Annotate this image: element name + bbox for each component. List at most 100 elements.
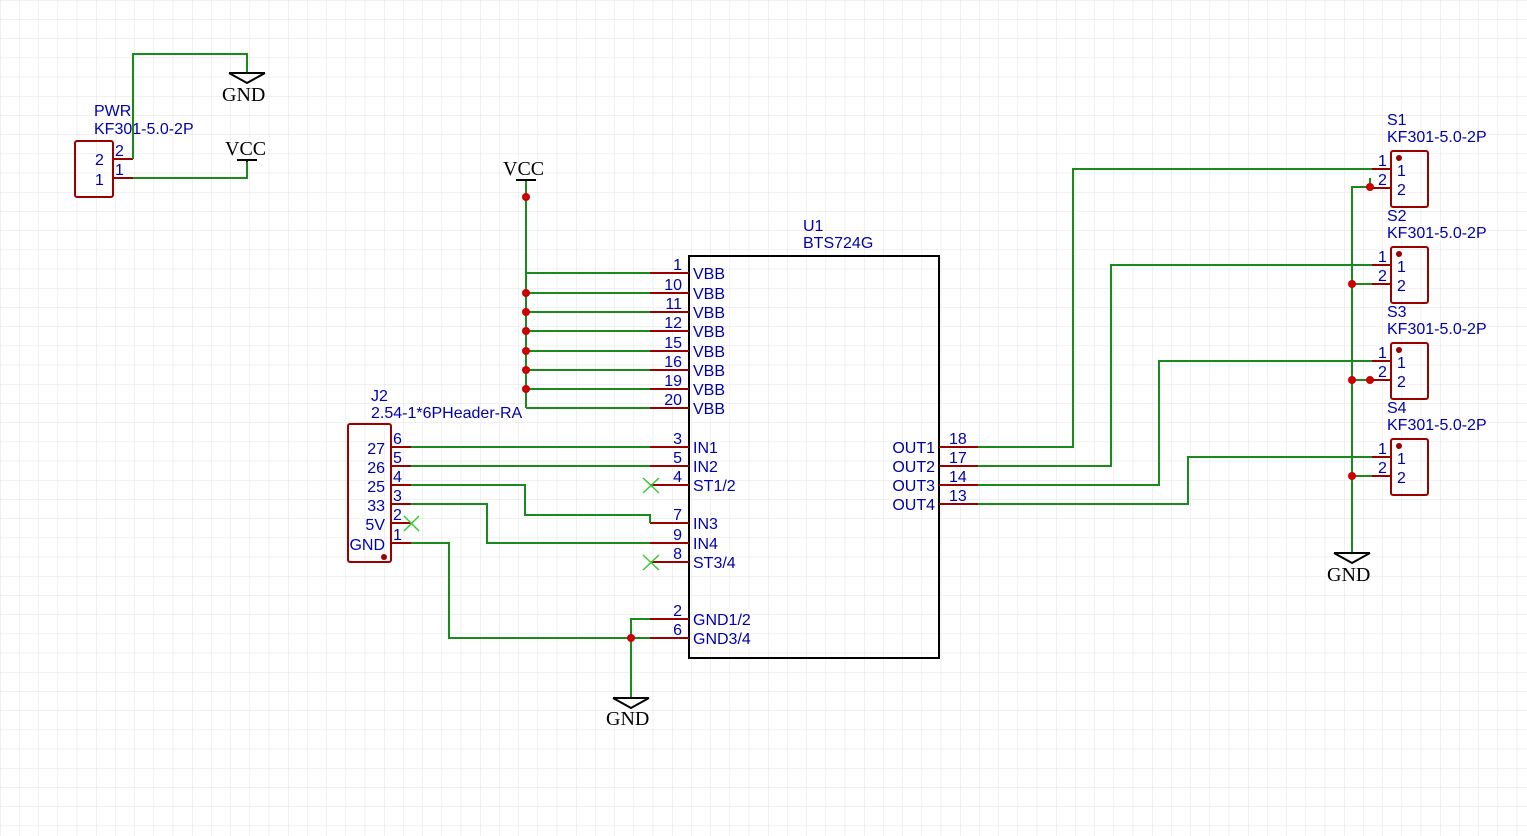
vcc-symbol: VCC (503, 158, 544, 181)
wire-pwr-vcc[interactable] (133, 160, 248, 179)
j2-pin-4[interactable]: 425 (367, 469, 411, 496)
j2-pin-label: 5V (365, 517, 385, 534)
j2-pin-6[interactable]: 6 27 (367, 431, 411, 458)
u1-pin-number: 10 (664, 277, 682, 294)
connector-pin-number: 1 (1378, 345, 1387, 362)
j2-pin-label: GND (349, 537, 385, 554)
wire-pwr-gnd[interactable] (132, 53, 248, 159)
junction-dot (627, 634, 635, 642)
vcc-label: VCC (503, 158, 544, 180)
u1-pin-number: 2 (673, 603, 682, 620)
j2-pin-label: 33 (367, 498, 385, 515)
u1-pin-number: 4 (673, 469, 682, 486)
pwr-value: KF301-5.0-2P (94, 121, 194, 138)
u1-pin-number: 16 (664, 354, 682, 371)
u1-pin-name: VBB (693, 266, 725, 283)
u1-pin-name: VBB (693, 382, 725, 399)
u1-pin-number: 15 (664, 335, 682, 352)
output-wires[interactable] (978, 168, 1372, 553)
connector-pin-label: 2 (1397, 182, 1406, 199)
gnd-label: GND (1327, 564, 1370, 586)
u1-value: BTS724G (803, 235, 873, 252)
pwr-connector[interactable]: PWR KF301-5.0-2P 2 1 2 1 (74, 103, 194, 198)
connector-pin-label: 2 (1397, 374, 1406, 391)
connector-pin-label: 1 (1397, 163, 1406, 180)
j2-pin-number: 4 (393, 469, 402, 486)
u1-pin-name: VBB (693, 286, 725, 303)
connector-pin-label: 2 (1397, 470, 1406, 487)
connector-pin-number: 1 (1378, 249, 1387, 266)
u1-pin-name: OUT3 (892, 478, 935, 495)
j2-pin-label: 27 (367, 441, 385, 458)
output-connectors: S1KF301-5.0-2P1212S2KF301-5.0-2P1212S3KF… (1372, 112, 1487, 496)
u1-pin-number: 6 (673, 622, 682, 639)
j2-pin-3[interactable]: 333 (367, 488, 411, 515)
u1-pin-name: VBB (693, 363, 725, 380)
u1-pin-number: 5 (673, 450, 682, 467)
j2-connector[interactable]: J2 2.54-1*6PHeader-RA (347, 388, 523, 563)
connector-ref: S2 (1387, 208, 1407, 225)
u1-pin-number: 3 (673, 431, 682, 448)
u1-pin-number: 13 (949, 488, 967, 505)
pwr-pin-num-1: 1 (115, 162, 124, 179)
vcc-symbol: VCC (225, 138, 266, 162)
connector-pin-number: 2 (1378, 364, 1387, 381)
connector-pin-number: 1 (1378, 153, 1387, 170)
u1-pin-name: VBB (693, 344, 725, 361)
j2-pin-number: 5 (393, 450, 402, 467)
vbb-wires[interactable] (526, 272, 650, 409)
u1-pin-name: VBB (693, 401, 725, 418)
u1-ref: U1 (803, 218, 824, 235)
u1-pin-name: ST1/2 (693, 478, 736, 495)
vcc-label: VCC (225, 138, 266, 160)
j2-pin-2[interactable]: 25V (365, 507, 411, 534)
u1-pin-name: IN3 (693, 516, 718, 533)
connector-pin-number: 2 (1378, 172, 1387, 189)
connector-value: KF301-5.0-2P (1387, 225, 1487, 242)
connector-ref: S4 (1387, 400, 1407, 417)
j2-pin-5[interactable]: 526 (367, 450, 411, 477)
u1-chip[interactable]: U1 BTS724G (688, 218, 940, 659)
u1-pin-number: 18 (949, 431, 967, 448)
u1-pin-number: 8 (673, 546, 682, 563)
no-connect-markers (403, 477, 660, 571)
u1-pin-name: OUT4 (892, 497, 935, 514)
u1-pin-number: 9 (673, 527, 682, 544)
j2-u1-wires[interactable] (411, 446, 651, 698)
gnd-symbol: GND (606, 697, 650, 730)
connector-value: KF301-5.0-2P (1387, 417, 1487, 434)
u1-pin-name: ST3/4 (693, 555, 736, 572)
j2-value: 2.54-1*6PHeader-RA (371, 405, 523, 422)
j2-pin-number: 6 (393, 431, 402, 448)
j2-pin-number: 3 (393, 488, 402, 505)
